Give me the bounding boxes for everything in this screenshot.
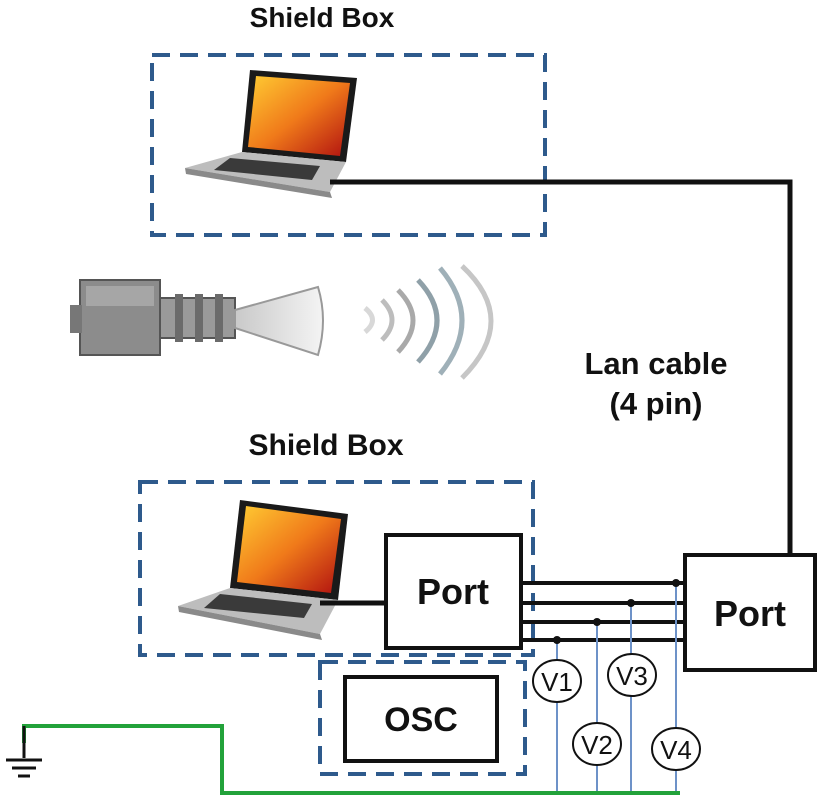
ground-symbol-icon bbox=[6, 726, 42, 778]
port-right-label: Port bbox=[714, 593, 786, 634]
port-box-left bbox=[384, 533, 523, 650]
shield-box-top bbox=[150, 53, 547, 237]
voltmeter-label: V2 bbox=[581, 730, 613, 760]
shield-box-top-label: Shield Box bbox=[250, 2, 395, 33]
shield-box-bottom-label: Shield Box bbox=[248, 429, 403, 462]
laptop-icon bbox=[185, 70, 357, 198]
voltmeter-label: V3 bbox=[616, 661, 648, 691]
signal-wires bbox=[521, 581, 685, 642]
voltmeter-v1: V1 bbox=[532, 659, 582, 703]
lan-cable-pin-label: (4 pin) bbox=[610, 386, 703, 421]
voltmeter-label: V1 bbox=[541, 667, 573, 697]
shield-box-osc bbox=[318, 660, 527, 776]
voltmeter-v2: V2 bbox=[572, 722, 622, 766]
port-left-label: Port bbox=[417, 571, 489, 612]
lan-cable-label: Lan cable bbox=[585, 346, 728, 381]
shield-box-bottom bbox=[138, 480, 535, 657]
osc-label: OSC bbox=[384, 701, 458, 739]
voltmeter-v3: V3 bbox=[607, 653, 657, 697]
horn-antenna-icon bbox=[70, 279, 324, 357]
voltmeter-label: V4 bbox=[660, 735, 692, 765]
osc-box bbox=[343, 675, 499, 763]
radiation-waves bbox=[363, 264, 494, 380]
port-box-right bbox=[683, 553, 817, 672]
lan-cable bbox=[330, 179, 793, 555]
voltmeter-v4: V4 bbox=[651, 727, 701, 771]
laptop-icon bbox=[178, 500, 348, 640]
junction-dots bbox=[553, 579, 680, 644]
